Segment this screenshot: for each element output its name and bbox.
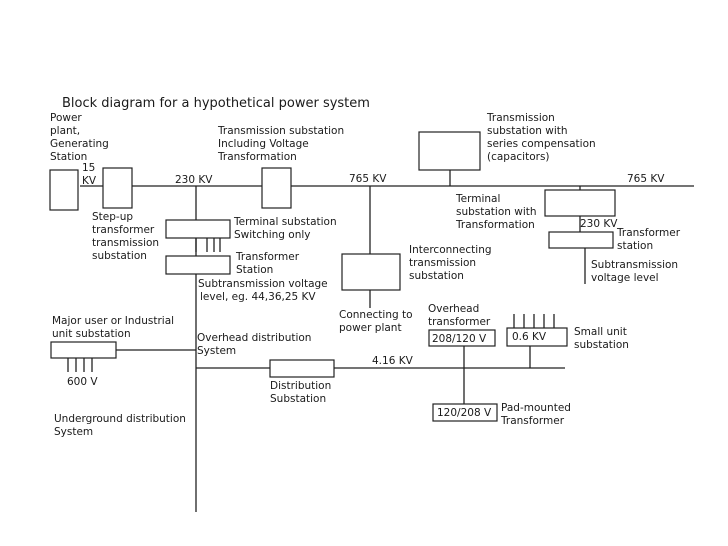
diagram-labels: Power plant, Generating Station 15 KV St… — [50, 112, 683, 438]
small-unit-label: Small unit substation — [574, 326, 630, 351]
kv230-left-label: 230 KV — [175, 174, 213, 186]
major-user-box — [50, 341, 117, 359]
diagram-boxes — [49, 131, 616, 422]
pad-mounted-box — [432, 403, 498, 422]
overhead-transformer-label: Overhead transformer — [428, 303, 491, 328]
pad-mounted-label: Pad-mounted Transformer — [500, 402, 574, 427]
power-plant-box — [49, 169, 79, 211]
transformer-station-right-label: Transformer station — [616, 227, 683, 252]
connection-lines — [67, 170, 694, 512]
overhead-distribution-label: Overhead distribution System — [197, 332, 315, 357]
transmission-substation-label: Transmission substation Including Voltag… — [217, 125, 347, 163]
overhead-transformer-box — [428, 329, 496, 347]
transformer-station-label: Transformer Station — [235, 251, 302, 276]
kv230-right-label: 230 KV — [580, 218, 618, 230]
kv4-16-label: 4.16 KV — [372, 355, 414, 367]
interconnecting-label: Interconnecting transmission substation — [409, 244, 495, 282]
terminal-transformation-label: Terminal substation with Transformation — [455, 193, 540, 231]
diagram-title: Block diagram for a hypothetical power s… — [62, 96, 370, 111]
v208-120-label: 208/120 V — [432, 333, 487, 345]
transformer-station-box — [165, 255, 231, 275]
terminal-switching-label: Terminal substation Switching only — [233, 216, 340, 241]
power-plant-label: Power plant, Generating Station — [50, 112, 112, 163]
distribution-substation-box — [269, 359, 335, 378]
distribution-substation-label: Distribution Substation — [270, 380, 335, 405]
step-up-transformer-box — [102, 167, 133, 209]
terminal-switching-box — [165, 219, 231, 239]
kv765-mid-label: 765 KV — [349, 173, 387, 185]
v600-label: 600 V — [67, 376, 98, 388]
transmission-substation-box — [261, 167, 292, 209]
small-unit-box — [506, 327, 568, 347]
step-up-label: Step-up transformer transmission substat… — [92, 211, 162, 262]
major-user-label: Major user or Industrial unit substation — [52, 315, 177, 340]
series-compensation-label: Transmission substation with series comp… — [486, 112, 599, 163]
underground-distribution-label: Underground distribution System — [54, 413, 189, 438]
connecting-plant-label: Connecting to power plant — [339, 309, 416, 334]
terminal-transformation-box — [544, 189, 616, 217]
kv0-6-label: 0.6 KV — [512, 331, 547, 343]
kv765-right-label: 765 KV — [627, 173, 665, 185]
transformer-station-right-box — [548, 231, 614, 249]
v120-208-label: 120/208 V — [437, 407, 492, 419]
subtransmission-right-label: Subtransmission voltage level — [591, 259, 681, 284]
subtransmission-level-label: Subtransmission voltage level, eg. 44,36… — [198, 278, 331, 303]
interconnecting-substation-box — [341, 253, 401, 291]
kv15-label: 15 KV — [82, 162, 99, 187]
series-compensation-box — [418, 131, 481, 171]
